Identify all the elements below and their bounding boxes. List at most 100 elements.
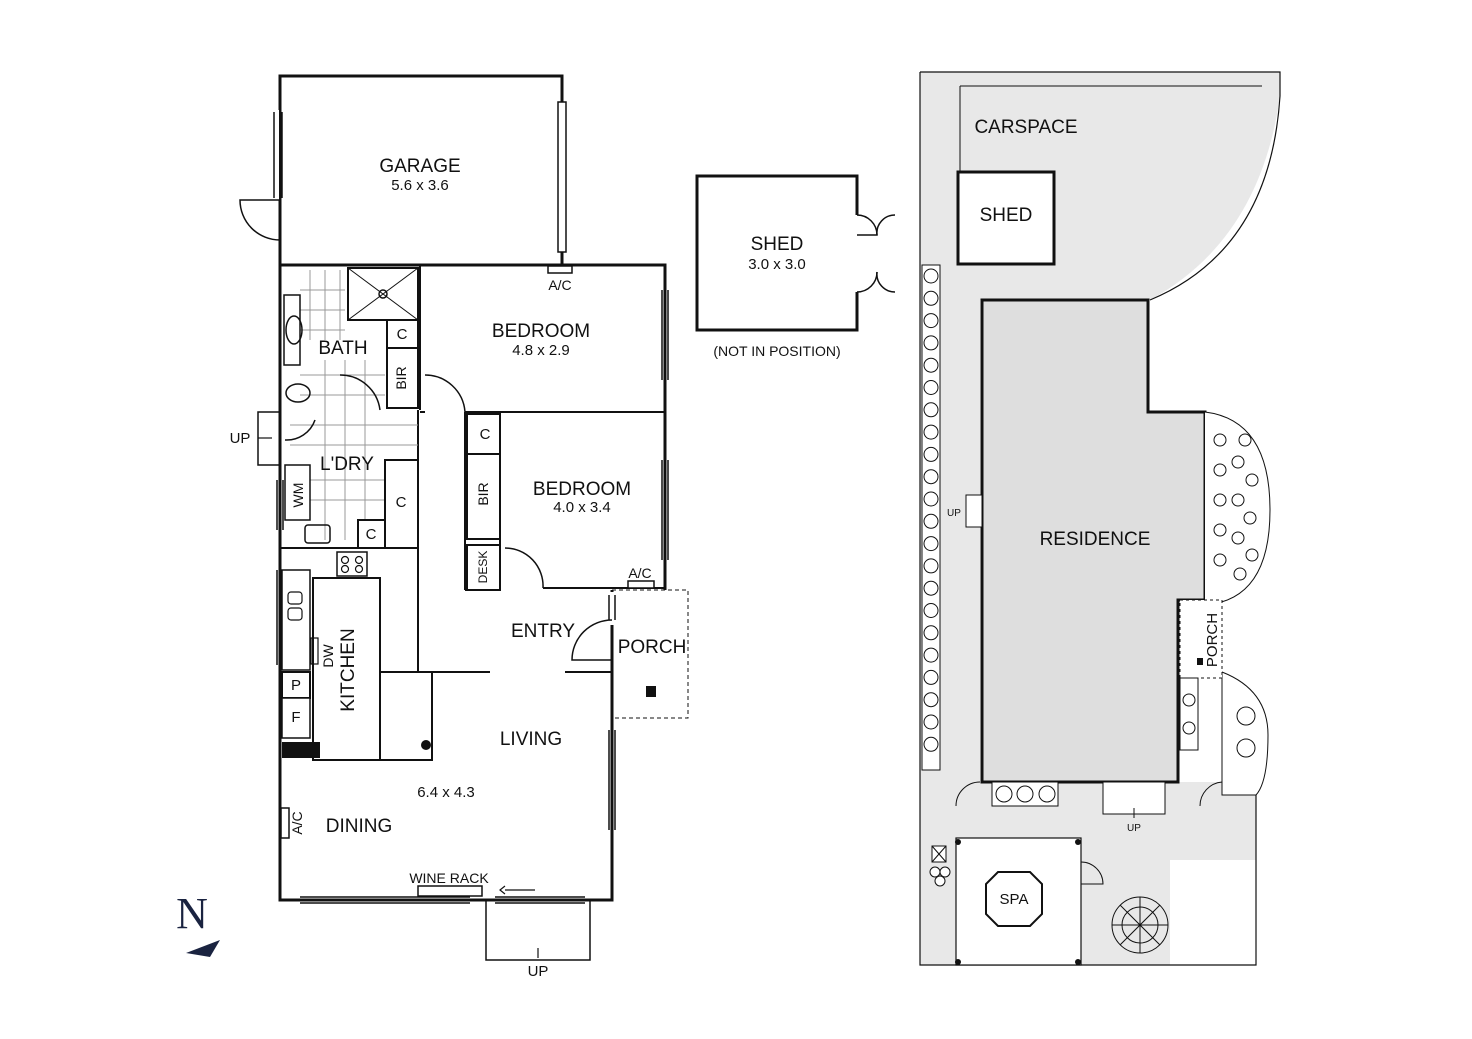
shrub-icon	[923, 380, 939, 395]
living-label: LIVING	[500, 729, 562, 750]
washing-machine	[284, 464, 311, 521]
shrub-icon	[923, 469, 939, 485]
shrub-icon	[923, 536, 939, 552]
shrub-icon	[923, 357, 939, 373]
shrub-icon	[923, 669, 939, 685]
wm-label: WM	[290, 483, 306, 508]
spa-icon	[985, 871, 1043, 927]
house-outer-wall	[278, 263, 667, 902]
fireplace	[282, 742, 320, 758]
ac-unit-dining	[280, 807, 290, 839]
shed-plan	[695, 174, 896, 332]
rear-deck	[485, 900, 591, 961]
laundry-cupboard-small-label: C	[366, 526, 377, 543]
shrub-icon	[1236, 706, 1256, 726]
entry-door	[571, 619, 613, 661]
desk	[466, 544, 501, 591]
shrub-icon	[1213, 523, 1227, 537]
shrub-icon	[1245, 473, 1259, 487]
shrub-icon	[923, 714, 939, 730]
porch-outline	[612, 589, 689, 719]
site-plan-labels: CARSPACE SHED RESIDENCE PORCH SPA UP UP	[947, 117, 1221, 908]
shrub-icon	[1243, 511, 1257, 525]
shrub-icon	[1213, 463, 1227, 477]
bath-door	[339, 374, 381, 411]
shrub-icon	[1245, 548, 1259, 562]
back-up-label: UP	[230, 430, 251, 447]
entry-label: ENTRY	[511, 621, 575, 642]
site-side-up-label: UP	[947, 508, 961, 519]
kitchen-island	[312, 577, 381, 761]
fridge-label: F	[291, 709, 300, 726]
bath-cupboard-label: C	[397, 326, 408, 343]
dining-label: DINING	[326, 816, 393, 837]
kitchen-label: KITCHEN	[338, 628, 359, 711]
shrub-icon	[923, 625, 939, 641]
shrub-icon	[923, 558, 939, 574]
dishwasher	[310, 637, 319, 665]
shrub-icon	[923, 424, 939, 440]
shrub-icon	[1231, 531, 1245, 545]
pantry-label: P	[291, 677, 301, 694]
shrub-icon	[1213, 553, 1227, 567]
ac-label-bed2: A/C	[628, 565, 651, 581]
dw-label: DW	[320, 644, 336, 668]
shrub-icon	[995, 785, 1013, 803]
shrub-icon	[923, 513, 939, 529]
shrub-icon	[923, 313, 939, 329]
laundry-cupboard-small	[357, 519, 386, 549]
bath-bir	[386, 347, 419, 409]
deck-up-label: UP	[528, 963, 549, 980]
shrub-icon	[923, 580, 939, 596]
bath-label: BATH	[318, 338, 367, 359]
vanity	[283, 294, 301, 366]
cooktop-icon	[336, 551, 368, 577]
garage-door	[557, 101, 567, 253]
bedroom2-label: BEDROOM	[533, 479, 631, 500]
spa-label: SPA	[1000, 891, 1029, 908]
bed2-cupboard-label: C	[480, 426, 491, 443]
shrub-icon	[1231, 493, 1245, 507]
laundry-sink	[304, 524, 331, 544]
porch-post	[646, 686, 656, 697]
bed2-bir-label: BIR	[475, 482, 491, 505]
shrub-icon	[1038, 785, 1056, 803]
floor-plan-labels: GARAGE 5.6 x 3.6 BEDROOM 4.8 x 2.9 BEDRO…	[230, 156, 687, 980]
shrub-icon	[1213, 433, 1227, 447]
ac-label-bed1: A/C	[548, 277, 571, 293]
laundry-cupboard-large	[384, 459, 419, 549]
laundry-door	[284, 419, 316, 441]
site-shed-label: SHED	[980, 205, 1033, 226]
shrub-icon	[1213, 493, 1227, 507]
shrub-icon	[923, 446, 939, 462]
toilet-icon	[285, 383, 311, 403]
shrub-icon	[1182, 721, 1196, 735]
shrub-icon	[923, 647, 939, 663]
shrub-icon	[1233, 567, 1247, 581]
bedroom1-size: 4.8 x 2.9	[512, 342, 570, 359]
porch-label: PORCH	[618, 637, 687, 658]
ac-unit-bed1	[547, 265, 573, 274]
shrub-icon	[923, 603, 939, 618]
pendant-dot	[421, 740, 431, 750]
compass-arrow-icon	[186, 940, 220, 957]
shrub-icon	[923, 290, 939, 306]
laundry-label: L'DRY	[320, 454, 374, 475]
shrub-icon	[923, 736, 939, 752]
shrub-icon	[1016, 785, 1034, 803]
bedroom2-size: 4.0 x 3.4	[553, 499, 611, 516]
bed2-bir	[466, 453, 501, 540]
wine-rack-label: WINE RACK	[409, 870, 489, 886]
living-size: 6.4 x 4.3	[417, 784, 475, 801]
shrub-icon	[923, 268, 939, 284]
ac-unit-bed2	[627, 580, 655, 589]
site-shrubs	[923, 268, 1259, 803]
bath-tiles	[290, 270, 418, 540]
bed2-cupboard	[466, 413, 501, 455]
shed-size: 3.0 x 3.0	[748, 256, 806, 273]
garage-side-door	[239, 199, 281, 241]
shrub-icon	[923, 335, 939, 351]
shrub-icon	[1236, 738, 1256, 758]
bath-bir-label: BIR	[393, 366, 409, 389]
